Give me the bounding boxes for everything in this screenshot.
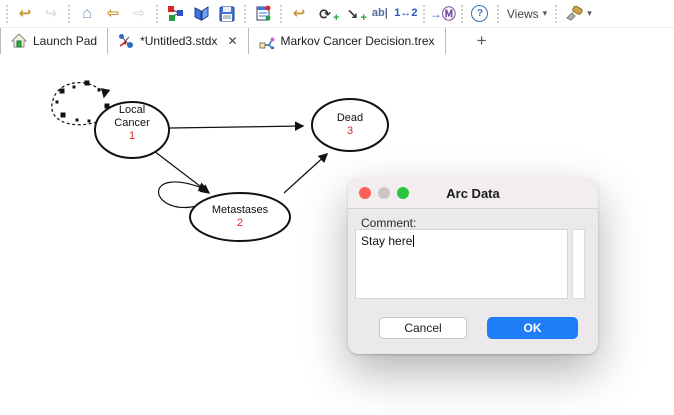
comment-scrollbar[interactable] (572, 229, 585, 299)
state-node-metastases[interactable] (189, 192, 291, 242)
toolbar-separator (156, 4, 158, 23)
window-controls (359, 187, 409, 199)
tree-tab-icon (259, 33, 275, 50)
help-icon[interactable]: ? (468, 2, 492, 26)
markov-diagram-svg (51, 80, 389, 242)
state-diagram-tab-icon (118, 33, 134, 49)
state-number: 1 (128, 130, 136, 142)
to-markov-letter: Ⓜ (441, 5, 456, 22)
arc-localcancer-to-dead[interactable] (169, 121, 305, 131)
ok-button[interactable]: OK (487, 317, 578, 339)
tab-label: Markov Cancer Decision.trex (280, 34, 435, 48)
toolbar-separator (68, 4, 70, 23)
arrow-plus-badge: + (360, 11, 367, 24)
undo-icon[interactable]: ↩ (18, 5, 32, 22)
minimize-window-icon[interactable] (378, 187, 390, 199)
back-icon[interactable]: ⇦ (106, 5, 120, 22)
editor-tab-bar: Launch Pad *Untitled3.stdx ✕ Markov Ca (0, 28, 674, 55)
state-name: Dead (336, 112, 364, 124)
add-arc-icon[interactable]: ↩ (292, 5, 306, 22)
close-icon[interactable]: ✕ (227, 34, 238, 48)
home-icon[interactable]: ⌂ (82, 4, 92, 22)
state-label-metastases[interactable]: Metastases 2 (205, 204, 275, 230)
arc-metastases-self-loop[interactable] (157, 181, 209, 209)
zoom-window-icon[interactable] (397, 187, 409, 199)
toolbar-separator (280, 4, 282, 23)
redo-icon[interactable]: ↪ (44, 5, 58, 22)
state-number: 2 (236, 217, 244, 229)
new-tab-button[interactable]: + (476, 31, 487, 50)
tab-markov-cancer-decision[interactable]: Markov Cancer Decision.trex (248, 28, 446, 54)
comment-label: Comment: (361, 216, 417, 230)
forward-icon[interactable]: ⇨ (132, 5, 146, 22)
save-icon[interactable] (215, 2, 239, 26)
arc-localcancer-to-metastases[interactable] (153, 150, 211, 194)
influence-diagram-icon[interactable] (163, 2, 187, 26)
state-name: Metastases (211, 204, 269, 216)
views-dropdown[interactable]: Views ▾ (503, 7, 551, 21)
arc-metastases-to-dead[interactable] (283, 153, 329, 194)
home-tab-icon (10, 33, 28, 49)
toolbar-separator (496, 4, 499, 23)
tab-launch-pad[interactable]: Launch Pad (0, 28, 109, 54)
brush-chevron-down-icon[interactable]: ▾ (587, 8, 592, 18)
state-label-local-cancer[interactable]: Local Cancer 1 (106, 104, 158, 143)
comment-text: Stay here (361, 234, 413, 248)
rename-label-icon[interactable]: ab| (371, 7, 388, 19)
state-label-dead[interactable]: Dead 3 (328, 112, 372, 138)
close-window-icon[interactable] (359, 187, 371, 199)
tab-label: *Untitled3.stdx (140, 34, 218, 48)
state-node-local-cancer[interactable] (94, 101, 170, 159)
main-toolbar: ↩ ↪ ⌂ ⇦ ⇨ (0, 0, 674, 28)
state-name: Local Cancer (114, 104, 150, 129)
new-window-icon[interactable] (251, 2, 275, 26)
rotate-node-icon[interactable]: ⟳ (319, 5, 331, 22)
open-model-icon[interactable] (189, 2, 213, 26)
to-markov-arrow: → (429, 6, 442, 21)
toolbar-separator (422, 4, 425, 23)
text-caret (413, 235, 415, 247)
chevron-down-icon: ▾ (542, 8, 548, 18)
state-number: 3 (346, 125, 354, 137)
toolbar-separator (244, 4, 246, 23)
comment-input[interactable]: Stay here (355, 229, 568, 299)
convert-to-markov-icon[interactable]: →Ⓜ (430, 2, 456, 26)
state-node-dead[interactable] (311, 98, 389, 152)
toolbar-grip (6, 4, 8, 23)
toolbar-separator (555, 4, 558, 23)
cancel-button[interactable]: Cancel (379, 317, 467, 339)
rotate-plus-badge: + (333, 11, 340, 24)
tab-untitled3-stdx[interactable]: *Untitled3.stdx ✕ (108, 28, 249, 54)
add-arrow-icon[interactable]: ↘ (346, 5, 359, 22)
dialog-title-bar[interactable]: Arc Data (348, 178, 598, 209)
dialog-title: Arc Data (446, 185, 500, 201)
toolbar-separator (460, 4, 463, 23)
markov-diagram-canvas[interactable]: Local Cancer 1 Dead 3 Metastases 2 (0, 54, 674, 410)
renumber-icon[interactable]: 1↔2 (394, 7, 418, 19)
arc-data-dialog: Arc Data Comment: Stay here Cancel OK (348, 178, 598, 354)
views-label: Views (506, 6, 539, 21)
tab-label: Launch Pad (33, 34, 98, 48)
format-brush-icon[interactable] (562, 2, 586, 26)
